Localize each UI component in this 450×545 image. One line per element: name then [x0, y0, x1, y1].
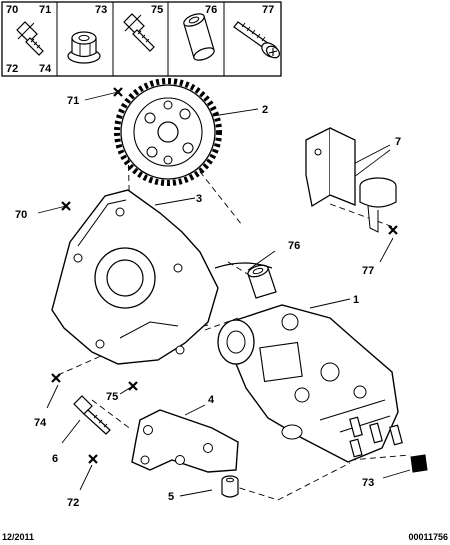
bolt-flanged-icon — [16, 21, 44, 56]
bush-part-5 — [221, 475, 239, 498]
legend-label-76: 76 — [205, 4, 217, 16]
callout-4: 4 — [208, 394, 215, 406]
fastener-legend: 70 71 72 74 73 75 76 — [1, 1, 282, 77]
o-ring-seal — [214, 262, 273, 269]
legend-label-74: 74 — [39, 63, 52, 75]
footer-reference: 00011756 — [408, 532, 448, 542]
legend-label-75: 75 — [151, 4, 163, 16]
mounting-plate — [51, 189, 219, 365]
callout-72: 72 — [67, 497, 79, 509]
callout-75: 75 — [106, 391, 118, 403]
callout-5: 5 — [168, 491, 174, 503]
spacer-sleeve — [247, 264, 277, 299]
callout-7: 7 — [395, 136, 401, 148]
sleeve-icon — [183, 13, 215, 61]
callout-labels: 2 3 1 7 4 5 6 71 70 76 77 75 74 72 73 — [15, 95, 401, 509]
callout-6: 6 — [52, 453, 58, 465]
bolt-part-6 — [73, 395, 111, 435]
legend-label-71: 71 — [39, 4, 51, 16]
support-bracket — [131, 409, 239, 473]
legend-label-73: 73 — [95, 4, 107, 16]
nut-flanged-icon — [67, 31, 101, 64]
footer-date: 12/2011 — [2, 532, 35, 542]
nut-part-73 — [410, 454, 428, 473]
callout-71: 71 — [67, 95, 79, 107]
legend-label-77: 77 — [262, 4, 274, 16]
injection-pump — [217, 304, 403, 463]
screw-washer-icon — [233, 21, 281, 59]
legend-label-72: 72 — [6, 63, 18, 75]
legend-label-70: 70 — [6, 4, 18, 16]
callout-76: 76 — [288, 240, 300, 252]
callout-73: 73 — [362, 477, 374, 489]
drive-gear — [114, 78, 222, 186]
callout-3: 3 — [196, 193, 202, 205]
bolt-flanged-icon — [123, 13, 155, 52]
callout-77: 77 — [362, 265, 374, 277]
callout-70: 70 — [15, 209, 27, 221]
callout-1: 1 — [353, 294, 359, 306]
callout-2: 2 — [262, 104, 268, 116]
bracket-solenoid — [305, 126, 397, 233]
callout-74: 74 — [34, 417, 47, 429]
